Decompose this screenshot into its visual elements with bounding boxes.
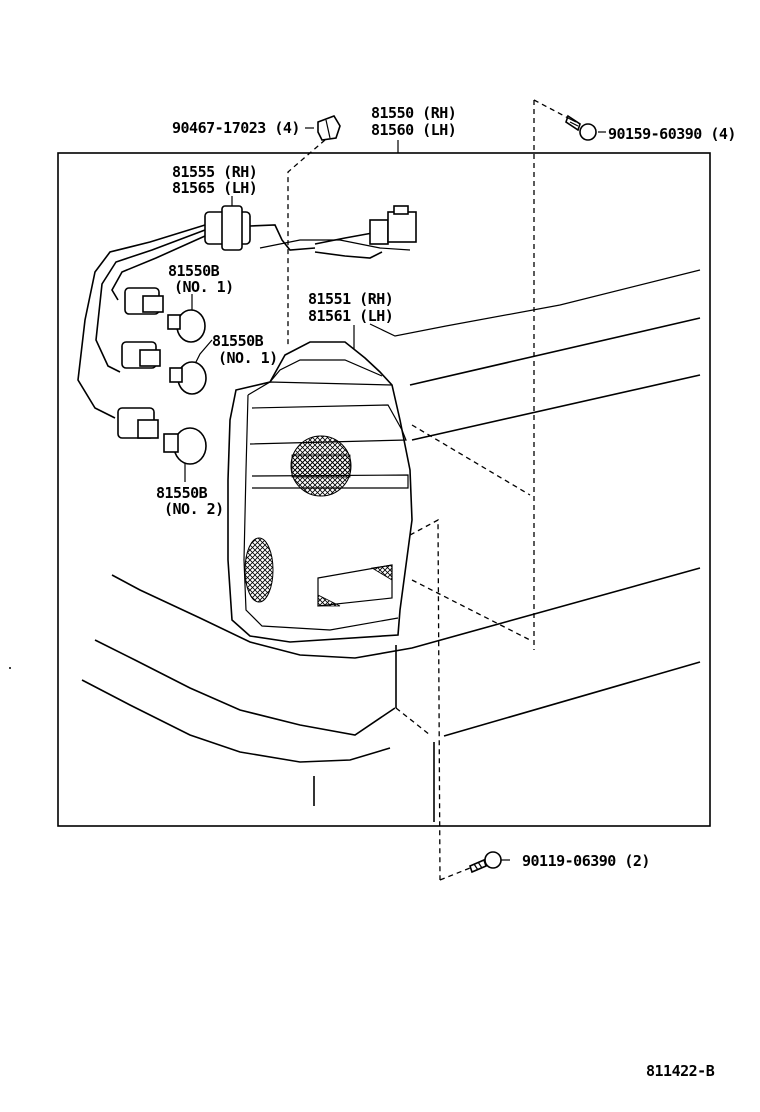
lamp-lh-part-number: 81560 (LH) — [371, 121, 456, 139]
figure-code: 811422-B — [646, 1062, 715, 1080]
screw-top-part-number: 90159-60390 (4) — [608, 125, 736, 143]
bulb2-part-number: 81550B — [156, 484, 208, 502]
screw-bottom-part-number: 90119-06390 (2) — [522, 852, 650, 870]
rear-combination-lamp — [227, 341, 413, 643]
wedge-bulb-icon — [167, 309, 206, 343]
socket-rh-part-number: 81555 (RH) — [172, 163, 257, 181]
wedge-bulb-icon — [163, 427, 207, 465]
screw-icon — [469, 851, 502, 874]
bulb-socket-no1-upper — [124, 287, 164, 315]
vehicle-body-outline — [81, 239, 701, 822]
lens-lh-part-number: 81561 (LH) — [308, 307, 393, 325]
diagram-frame — [57, 152, 711, 827]
stray-dot — [9, 667, 11, 669]
screw-icon — [565, 114, 597, 141]
socket-lh-part-number: 81565 (LH) — [172, 179, 257, 197]
bulb1-lower-position: (NO. 1) — [218, 349, 278, 367]
bulb1-lower-part-number: 81550B — [212, 332, 264, 350]
bulb2-position: (NO. 2) — [164, 500, 224, 518]
bulb-socket-no2 — [117, 407, 159, 439]
push-clip-icon — [317, 115, 341, 141]
bulb-socket-no1-lower — [121, 341, 161, 369]
bulb1-upper-part-number: 81550B — [168, 262, 220, 280]
wire-harness — [77, 205, 417, 419]
part-labels: 90467-17023 (4) 81550 (RH) 81560 (LH) 90… — [156, 104, 736, 1080]
clip-part-number: 90467-17023 (4) — [172, 119, 300, 137]
dashed-guides — [287, 99, 573, 881]
bulb1-upper-position: (NO. 1) — [174, 278, 234, 296]
lens-rh-part-number: 81551 (RH) — [308, 290, 393, 308]
wedge-bulb-icon — [169, 361, 207, 395]
lamp-rh-part-number: 81550 (RH) — [371, 104, 456, 122]
